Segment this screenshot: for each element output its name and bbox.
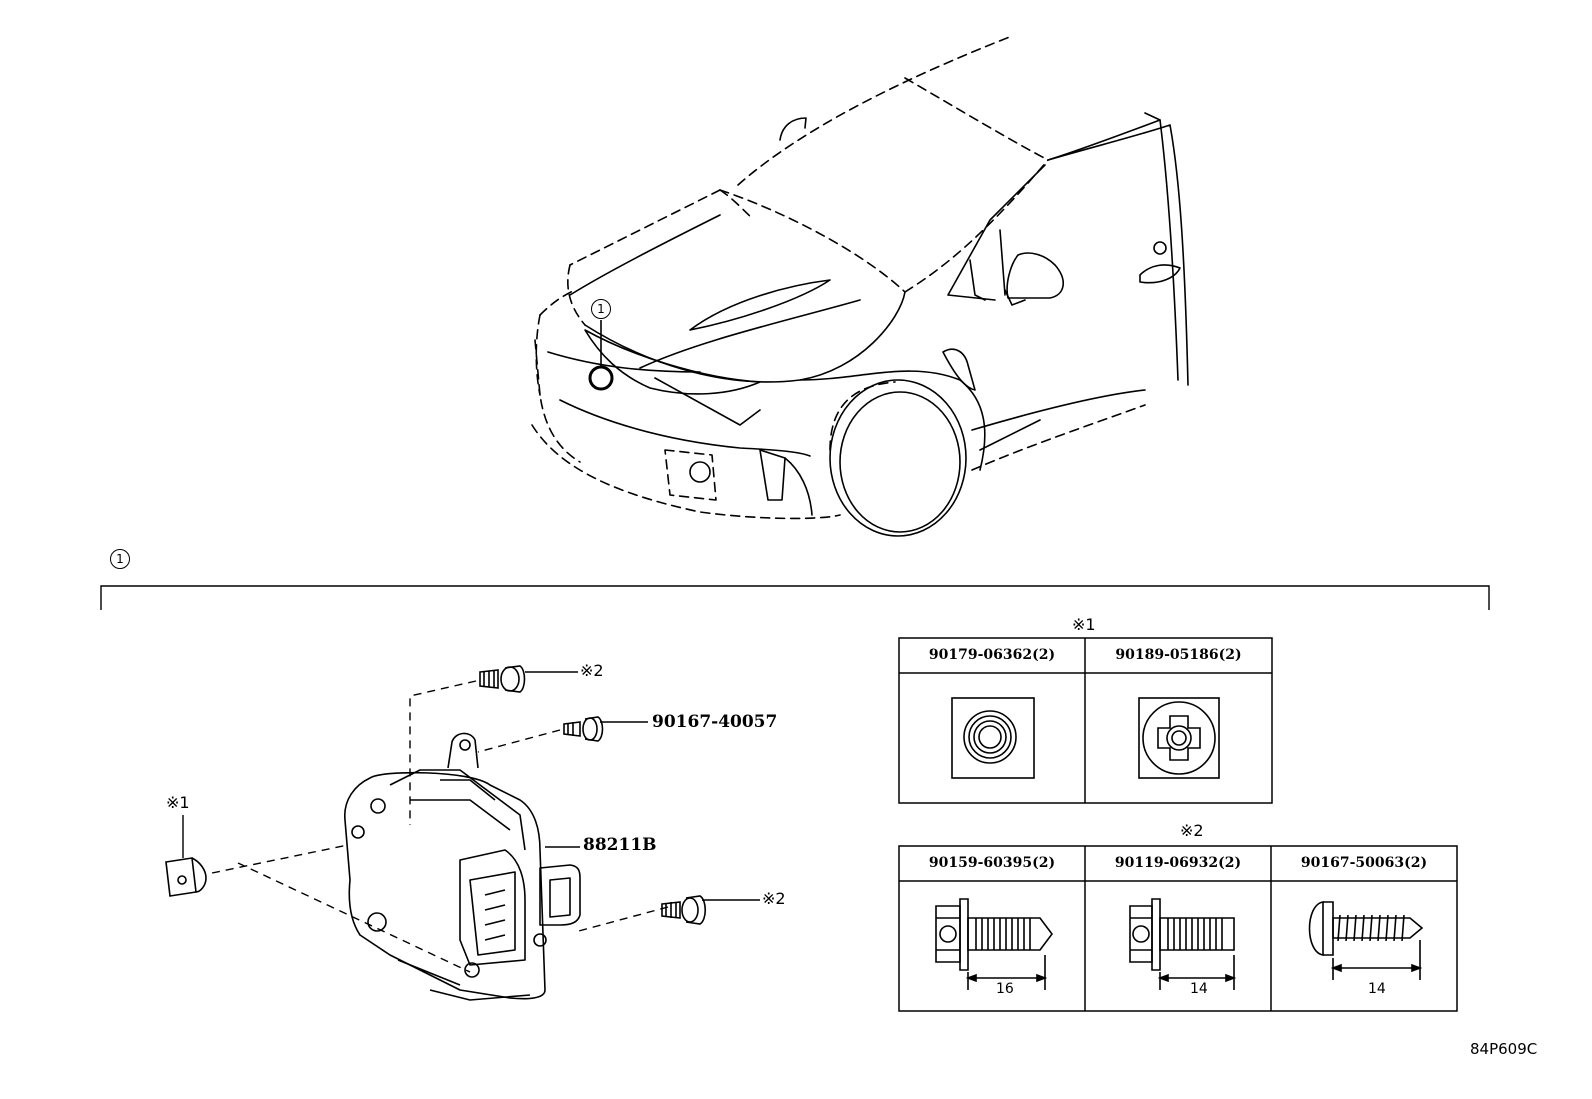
length-dimension-1: 16 <box>996 981 1014 997</box>
table-2-header-1: 90159-60395(2) <box>928 855 1056 871</box>
flange-bolt-16-icon <box>935 898 1053 990</box>
section-bracket <box>100 585 1490 610</box>
note-1-ref-clip: ※1 <box>166 793 190 812</box>
module-assembly <box>344 732 581 1001</box>
clip-nut-square-icon <box>1138 697 1220 779</box>
clip-nut-icon <box>165 857 207 897</box>
table-2-header-2: 90119-06932(2) <box>1114 855 1242 871</box>
bolt-bottom-icon <box>661 895 707 925</box>
part-label-module: 88211B <box>583 835 657 855</box>
length-dimension-2: 14 <box>1190 981 1208 997</box>
table-2-header-3: 90167-50063(2) <box>1300 855 1428 871</box>
tapping-screw-14-icon <box>1308 901 1424 980</box>
table-1-header-1: 90179-06362(2) <box>928 647 1056 663</box>
diagram-id: 84P609C <box>1470 1040 1538 1058</box>
table-1-title: ※1 <box>1072 615 1096 634</box>
bolt-top-icon <box>479 665 526 693</box>
car-illustration <box>531 35 1189 537</box>
leader-lines <box>211 680 669 973</box>
flange-bolt-14-icon <box>1129 898 1237 990</box>
length-dimension-3: 14 <box>1368 981 1386 997</box>
note-2-ref-bottom: ※2 <box>762 889 786 908</box>
spring-nut-icon <box>951 697 1035 779</box>
label-leaders <box>182 671 760 901</box>
callout-1-marker <box>588 320 614 391</box>
table-1 <box>898 637 1273 804</box>
section-1-label: 1 <box>110 549 130 569</box>
part-label-bolt-upper: 90167-40057 <box>652 712 778 732</box>
table-2-title: ※2 <box>1180 821 1204 840</box>
table-2 <box>898 845 1458 1012</box>
bolt-mid-icon <box>563 716 604 742</box>
callout-1-label: 1 <box>591 299 611 319</box>
table-1-header-2: 90189-05186(2) <box>1115 647 1242 663</box>
note-2-ref-top: ※2 <box>580 661 604 680</box>
